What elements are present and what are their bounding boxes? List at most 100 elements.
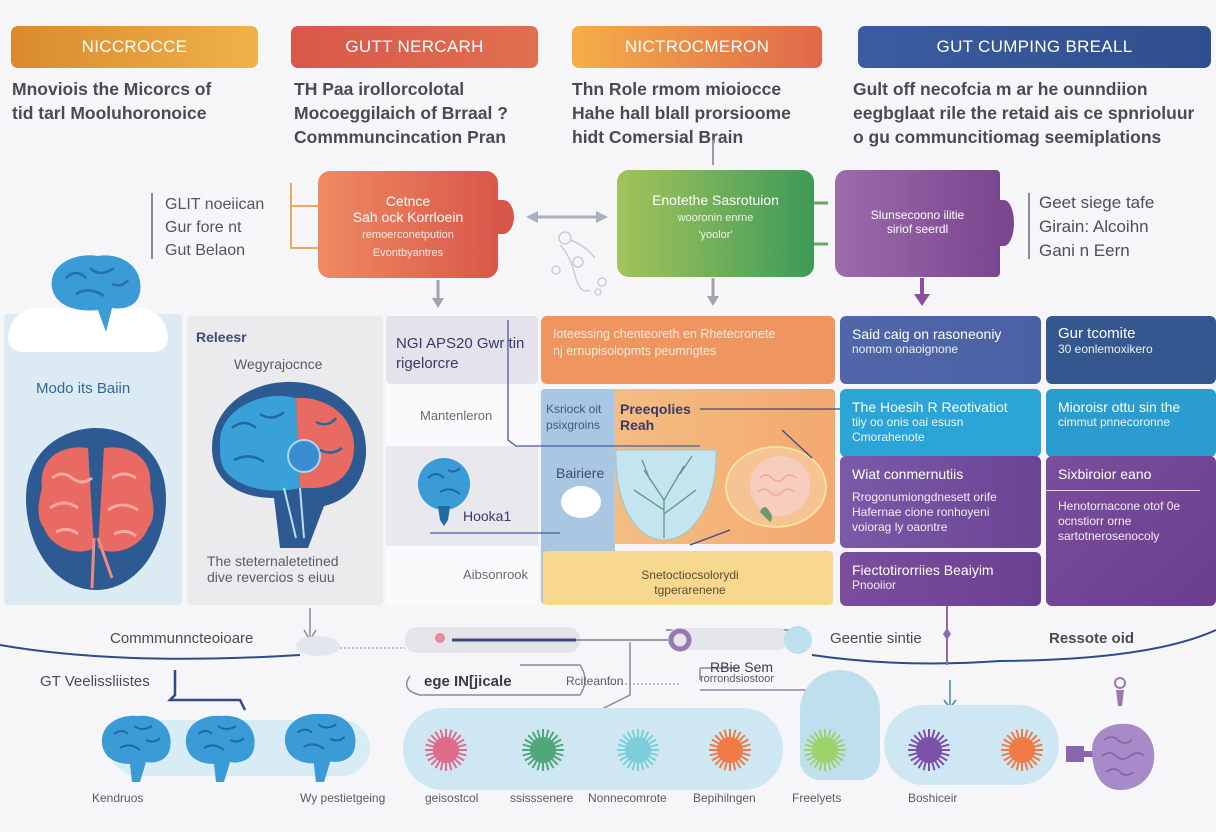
cytokine-box: Cetnce Sah ock Korrloein remoerconetputi… bbox=[318, 171, 498, 278]
box-title: Cetnce bbox=[385, 193, 431, 209]
microbe-icon bbox=[709, 729, 751, 771]
caption-line: dive revercios s eiuu bbox=[207, 569, 335, 585]
desc-line: Commmuncincation Pran bbox=[294, 127, 506, 147]
orange-banner: Ioteessing chenteoreth en Rhetecronete n… bbox=[541, 316, 835, 384]
microbe-label: Bepihilngen bbox=[693, 791, 756, 805]
box-note: 'yoolor' bbox=[698, 229, 733, 241]
header-description-3: Thn Role rmom mioiocce Hahe hall blall p… bbox=[572, 77, 791, 149]
release-subtitle: Wegyrajocnce bbox=[234, 356, 323, 372]
blue-brain-icon-3 bbox=[284, 713, 356, 782]
cell-divider bbox=[1046, 490, 1200, 491]
box-note: remoerconetpution bbox=[362, 229, 454, 241]
header-description-4: Gult off necofcia m ar he ounndiion eegb… bbox=[853, 77, 1194, 149]
release-title: Releesr bbox=[196, 329, 247, 345]
side-line: Gur fore nt bbox=[165, 219, 242, 236]
microbe-icon bbox=[522, 729, 564, 771]
desc-line: eegbglaat rile the retaid ais ce spnriol… bbox=[853, 103, 1195, 123]
right-divider bbox=[1028, 193, 1030, 259]
gut-panel-row3-label: Hooka1 bbox=[463, 508, 512, 524]
desc-line: Gult off necofcia m ar he ounndiion bbox=[853, 79, 1148, 99]
signals-label: ege IN[jicale bbox=[424, 673, 512, 690]
microbe-icon bbox=[804, 729, 846, 771]
gut-lining-icon bbox=[615, 449, 717, 541]
purple-brain-icon bbox=[1066, 723, 1155, 790]
gut-panel-row4: Aibsonrook bbox=[463, 567, 529, 582]
caption-line: The steternaletetined bbox=[207, 553, 339, 569]
orange-bottom bbox=[543, 551, 833, 605]
cell-title: Sixbiroior eano bbox=[1058, 466, 1152, 482]
bottom-line: Snetoctiocsolorydi bbox=[641, 568, 739, 582]
barrier-label: Bairiere bbox=[556, 465, 605, 481]
brain-head-icon bbox=[51, 255, 141, 332]
desc-line: Mnoviois the Micorcs of bbox=[12, 79, 212, 99]
cell-sub: nomom onaoignone bbox=[852, 342, 959, 356]
cell-sub: Pnooiior bbox=[852, 578, 897, 592]
rbie-sublabel: rorrondsiostoor bbox=[700, 673, 774, 685]
signal-box: Slunsecoono ilitie siriof seerdl bbox=[835, 170, 1000, 277]
blue-line: Ksriock oit bbox=[546, 402, 602, 416]
cell-title: Gur tcomite bbox=[1058, 325, 1136, 342]
right-side-label: Geet siege tafe Girain: Alcoihn Gani n E… bbox=[1039, 191, 1154, 263]
release-caption: The steternaletetined dive revercios s e… bbox=[207, 553, 339, 585]
cell-title: Mioroisr ottu sin the bbox=[1058, 399, 1181, 415]
cell-title: Wiat conmernutiis bbox=[852, 466, 964, 482]
orange-bottom-text: Snetoctiocsolorydi tgperarenene bbox=[605, 568, 775, 598]
bottom-line: tgperarenene bbox=[654, 583, 726, 597]
cloud-shape bbox=[8, 308, 168, 352]
side-line: Gani n Eern bbox=[1039, 241, 1130, 260]
header-pill-4: GUT CUMPING BREALL bbox=[858, 26, 1211, 68]
desc-line: TH Paa irollorcolotal bbox=[294, 79, 465, 99]
brain-frontal-icon bbox=[26, 428, 166, 590]
green-connectors bbox=[814, 201, 828, 246]
box-title: Enotethe Sasrotuion bbox=[652, 192, 779, 208]
header-title-3: NICTROCMERON bbox=[624, 37, 770, 56]
brain-side-icon bbox=[212, 381, 367, 548]
microbe-icon bbox=[425, 729, 467, 771]
genetic-label: Geentie sintie bbox=[830, 630, 922, 647]
rbie-label: RBie Sem bbox=[710, 659, 774, 675]
grid-cell-7: Fiectotirorriies Beaiyim Pnooiior bbox=[840, 552, 1041, 606]
banner-line: nj ernupisolopmts peumrigtes bbox=[553, 344, 717, 358]
cell-title: The Hoesih R Reotivatiot bbox=[852, 399, 1008, 415]
header-description-2: TH Paa irollorcolotal Mocoeggilaich of B… bbox=[294, 77, 508, 149]
cell-sub: 30 eonlemoxikero bbox=[1058, 342, 1153, 356]
box-title: Slunsecoono ilitie bbox=[870, 208, 965, 222]
arrow-head-left bbox=[526, 211, 538, 223]
grid-cell-6: Sixbiroior eano Henotornacone otof 0e oc… bbox=[1046, 456, 1216, 606]
desc-line: hidt Comersial Brain bbox=[572, 127, 744, 147]
desc-line: Hahe hall blall prorsioome bbox=[572, 103, 791, 123]
microbe-squiggle-icon bbox=[551, 231, 607, 296]
gt-label: GT Veelissliistes bbox=[40, 673, 150, 690]
brain-label-2: Wy pestietgeing bbox=[300, 791, 386, 805]
title-line: NGI APS20 Gwr tin bbox=[396, 335, 525, 352]
header-description-1: Mnoviois the Micorcs of tid tarl Mooluho… bbox=[12, 77, 211, 125]
microbe-label: ssisssenere bbox=[510, 791, 574, 805]
desc-line: tid tarl Mooluhoronoice bbox=[12, 103, 207, 123]
gut-brain-icon bbox=[418, 458, 470, 526]
probiotics-line: Preeqolies bbox=[620, 401, 691, 417]
box-subtitle: siriof seerdl bbox=[886, 222, 949, 236]
grid-cell-5: Wiat conmernutiis Rrogonumiongdnesett or… bbox=[840, 456, 1041, 548]
header-title-1: NICCROCCE bbox=[81, 37, 188, 56]
arrow-head-right bbox=[596, 211, 608, 223]
down-arrow-3-head bbox=[914, 294, 930, 306]
grid-cell-2: Gur tcomite 30 eonlemoxikero bbox=[1046, 316, 1216, 384]
microbe-label: Freelyets bbox=[792, 791, 842, 805]
box-subtitle: Sah ock Korrloein bbox=[352, 209, 464, 225]
blue-brain-icon-2 bbox=[185, 715, 255, 782]
microbe-label: geisostcol bbox=[425, 791, 479, 805]
left-divider bbox=[151, 193, 153, 259]
box-note: wooronin enrne bbox=[677, 212, 754, 224]
desc-line: o gu communcitiomag seemiplations bbox=[853, 127, 1162, 147]
probiotics-label: Preeqolies Reah bbox=[620, 401, 691, 433]
microbe-icon bbox=[617, 729, 659, 771]
side-line: GLIT noeiican bbox=[165, 196, 265, 213]
cell-sub: cimmut pnnecoronne bbox=[1058, 415, 1171, 429]
down-arrow-1-head bbox=[432, 298, 444, 308]
relation-label: Rciteanfon bbox=[566, 674, 624, 688]
blue-line: psixgroins bbox=[546, 418, 601, 432]
header-pill-1: NICCROCCE bbox=[11, 26, 258, 68]
barrier-hole bbox=[561, 486, 601, 518]
